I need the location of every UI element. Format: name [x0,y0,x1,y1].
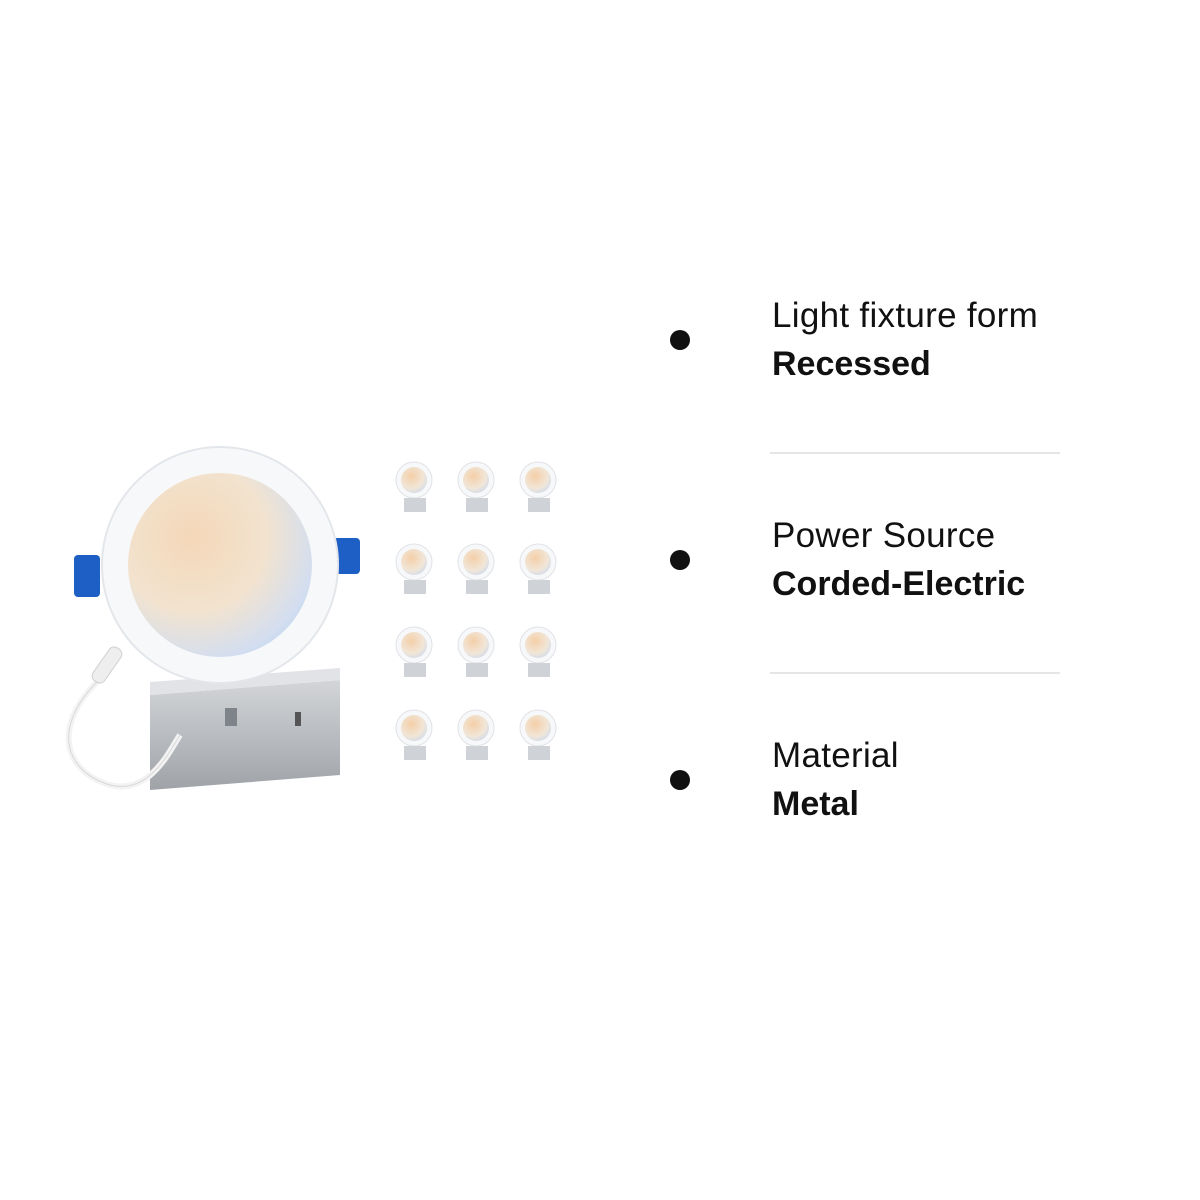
spec-label: Material [772,736,899,775]
recessed-light-icon [65,446,557,790]
spec-row-material: Material Metal [660,730,1080,890]
divider [770,672,1060,674]
pack-grid [395,461,557,760]
mounting-clip-icon [74,538,360,597]
divider [770,452,1060,454]
bullet-icon [670,550,690,570]
bullet-icon [670,330,690,350]
spec-value: Recessed [772,345,931,383]
bullet-icon [670,770,690,790]
spec-value: Metal [772,785,859,823]
spec-row-power-source: Power Source Corded-Electric [660,510,1080,674]
spec-row-fixture-form: Light fixture form Recessed [660,290,1080,454]
spec-label: Power Source [772,516,996,555]
product-image [40,420,600,800]
spec-label: Light fixture form [772,296,1039,335]
junction-box-icon [150,668,340,790]
spec-value: Corded-Electric [772,565,1026,603]
